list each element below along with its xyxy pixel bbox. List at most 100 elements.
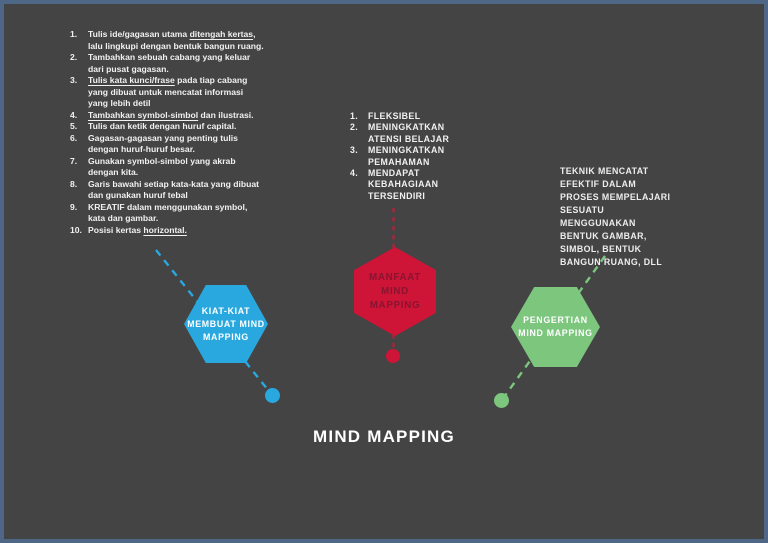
text-line: Tulis dan ketik dengan huruf capital.	[88, 121, 325, 133]
list-item: 9. KREATIF dalam menggunakan symbol,kata …	[70, 202, 325, 225]
text-line: TERSENDIRI	[368, 191, 480, 202]
item-number: 2.	[70, 52, 78, 62]
text-segment: PEMAHAMAN	[368, 156, 430, 167]
text-segment: Gagasan-gagasan yang penting tulis	[88, 132, 238, 143]
item-number: 4.	[350, 168, 359, 179]
item-number: 1.	[350, 111, 359, 121]
text-line: Gunakan symbol-simbol yang akrab	[88, 156, 325, 168]
text-line: dan gunakan huruf tebal	[88, 190, 325, 202]
text-line: KEBAHAGIAAN	[368, 179, 480, 190]
item-number: 10.	[70, 224, 82, 235]
hexagon-pengertian: PENGERTIAN MIND MAPPING	[511, 287, 600, 367]
list-item: 3. Tulis kata kunci/frase pada tiap caban…	[70, 75, 325, 110]
text-line: MENGGUNAKAN	[560, 218, 636, 228]
item-text: Posisi kertas horizontal.	[88, 225, 325, 237]
underlined-text: Tambahkan symbol-simbol	[88, 109, 199, 120]
hexagon-manfaat-label: MANFAAT MIND MAPPING	[369, 271, 421, 313]
text-line: FLEKSIBEL	[368, 111, 480, 122]
item-number: 3.	[350, 145, 359, 156]
main-title: MIND MAPPING	[313, 427, 455, 446]
text-line: dengan huruf-huruf besar.	[88, 144, 325, 156]
text-line: Posisi kertas horizontal.	[88, 225, 325, 237]
text-segment: FLEKSIBEL	[368, 111, 421, 121]
text-segment: yang dibuat untuk mencatat informasi	[88, 86, 244, 97]
text-line: dari pusat gagasan.	[88, 64, 325, 76]
hexagon-pengertian-label: PENGERTIAN MIND MAPPING	[518, 314, 592, 340]
underlined-text: ditengah kertas	[189, 29, 254, 39]
text-line: BENTUK GAMBAR,	[560, 231, 647, 241]
text-segment: KREATIF dalam menggunakan symbol,	[88, 201, 248, 212]
text-segment: KEBAHAGIAAN	[368, 179, 439, 190]
text-line: KREATIF dalam menggunakan symbol,	[88, 202, 325, 214]
text-line: TEKNIK MENCATAT	[560, 166, 649, 176]
text-segment: dan ilustrasi.	[198, 109, 254, 120]
list-item: 10. Posisi kertas horizontal.	[70, 225, 325, 237]
hex-label-line: PENGERTIAN	[523, 315, 588, 325]
text-segment: ATENSI BELAJAR	[368, 133, 450, 144]
underlined-text: horizontal.	[143, 224, 187, 235]
text-segment: kata dan gambar.	[88, 213, 159, 223]
text-segment: dari pusat gagasan.	[88, 63, 169, 74]
text-line: MENINGKATKAN	[368, 122, 480, 133]
item-text: Tambahkan symbol-simbol dan ilustrasi.	[88, 110, 325, 122]
blue-endpoint-dot	[265, 388, 280, 403]
item-text: Tulis dan ketik dengan huruf capital.	[88, 121, 325, 133]
text-segment: TERSENDIRI	[368, 190, 426, 201]
hexagon-kiat-kiat: KIAT-KIAT MEMBUAT MIND MAPPING	[184, 285, 268, 363]
item-number: 9.	[70, 201, 78, 212]
text-line: Tambahkan symbol-simbol dan ilustrasi.	[88, 110, 325, 122]
text-line: yang dibuat untuk mencatat informasi	[88, 87, 325, 99]
text-line: dengan kita.	[88, 167, 325, 179]
text-line: yang lebih detil	[88, 98, 325, 110]
hex-label-line: MAPPING	[203, 331, 249, 342]
item-text: Tulis ide/gagasan utama ditengah kertas,…	[88, 29, 325, 52]
item-text: Garis bawahi setiap kata-kata yang dibua…	[88, 179, 325, 202]
text-segment: Posisi kertas	[88, 224, 144, 235]
hex-label-line: MIND MAPPING	[518, 328, 593, 338]
green-endpoint-dot	[494, 393, 509, 408]
text-segment: dan gunakan huruf tebal	[88, 190, 188, 200]
list-item: 5. Tulis dan ketik dengan huruf capital.	[70, 121, 325, 133]
item-number: 5.	[70, 121, 78, 131]
list-item: 1. FLEKSIBEL	[350, 111, 480, 122]
text-line: Gagasan-gagasan yang penting tulis	[88, 133, 325, 145]
list-item: 1. Tulis ide/gagasan utama ditengah kerta…	[70, 29, 325, 52]
text-segment: Gunakan symbol-simbol yang akrab	[88, 155, 236, 166]
text-line: SESUATU	[560, 205, 605, 215]
item-number: 2.	[350, 122, 359, 133]
item-number: 3.	[70, 75, 78, 85]
tips-list: 1. Tulis ide/gagasan utama ditengah kerta…	[70, 29, 325, 236]
text-segment: Garis bawahi setiap kata-kata yang dibua…	[88, 178, 259, 189]
text-segment: yang lebih detil	[88, 98, 151, 108]
text-segment: MENINGKATKAN	[368, 145, 445, 156]
text-segment: Tambahkan sebuah cabang yang keluar	[88, 52, 251, 62]
hex-label-line: KIAT-KIAT	[201, 305, 251, 316]
item-text: KREATIF dalam menggunakan symbol,kata da…	[88, 202, 325, 225]
text-line: ATENSI BELAJAR	[368, 134, 480, 145]
text-segment: Tulis dan ketik dengan huruf capital.	[88, 121, 237, 131]
text-line: Tambahkan sebuah cabang yang keluar	[88, 52, 325, 64]
text-line: Garis bawahi setiap kata-kata yang dibua…	[88, 179, 325, 191]
text-line: kata dan gambar.	[88, 213, 325, 225]
text-segment: dengan huruf-huruf besar.	[88, 144, 195, 154]
item-number: 1.	[70, 29, 78, 39]
text-line: MENINGKATKAN	[368, 145, 480, 156]
hex-label-line: MAPPING	[369, 299, 421, 311]
text-line: PROSES MEMPELAJARI	[560, 192, 671, 202]
item-number: 8.	[70, 178, 78, 189]
text-segment: pada tiap cabang	[174, 75, 248, 85]
